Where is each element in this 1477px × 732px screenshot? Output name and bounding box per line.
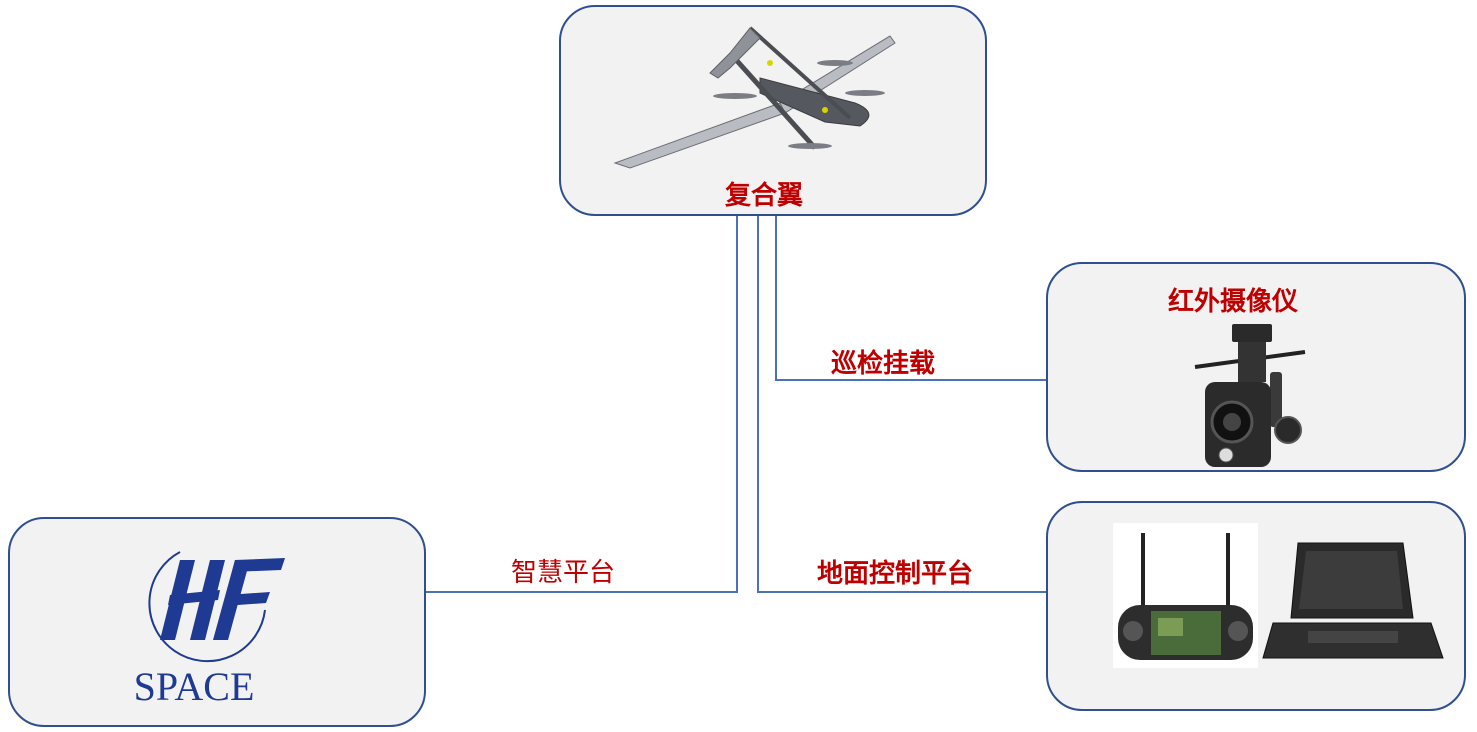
hf-space-logo-node (8, 517, 426, 727)
ground-control-edge-label: 地面控制平台 (817, 559, 974, 589)
vtol-drone-icon (613, 26, 896, 169)
drone-label: 复合翼 (725, 181, 804, 211)
logo-space-text: SPACE (133, 664, 255, 709)
camera-label: 红外摄像仪 (1168, 287, 1299, 317)
smart-platform-edge-label: 智慧平台 (511, 558, 616, 588)
ground-station-icon (1113, 523, 1444, 668)
hf-logo-icon (148, 551, 285, 663)
edge-ground-control (757, 216, 1046, 593)
edge-patrol (775, 216, 1046, 381)
patrol-edge-label: 巡检挂载 (831, 349, 936, 379)
infrared-gimbal-camera-icon (1194, 324, 1306, 467)
edge-smart-platform (426, 216, 738, 593)
